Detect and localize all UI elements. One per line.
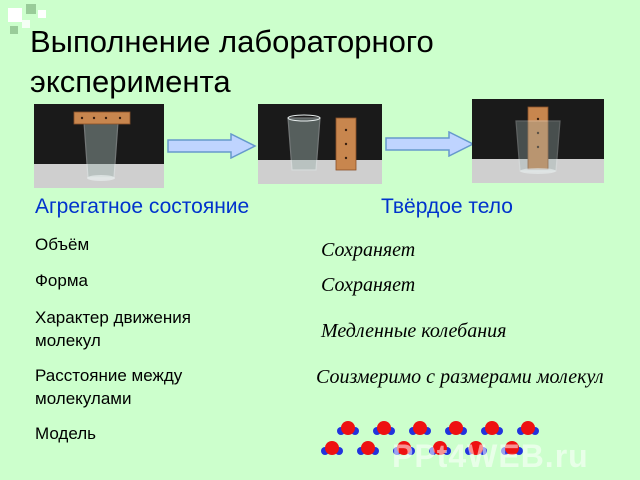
molecule-model-icon <box>318 416 548 471</box>
row-label-motion: Характер движения молекул <box>35 308 191 350</box>
slide-title: Выполнение лабораторного эксперимента <box>30 24 434 99</box>
atom-red <box>325 441 339 455</box>
column-header-state: Агрегатное состояние <box>35 195 250 218</box>
row-value-distance: Соизмеримо с размерами молекул <box>316 366 604 388</box>
arrow-right-icon <box>167 132 257 164</box>
row-label-volume: Объём <box>35 235 90 254</box>
row-label-distance: Расстояние между молекулами <box>35 366 183 408</box>
column-header-solid: Твёрдое тело <box>381 195 513 218</box>
watermark: PPt4WEB.ru <box>392 438 589 474</box>
atom-red <box>505 441 519 455</box>
atom-red <box>397 441 411 455</box>
row-label-shape: Форма <box>35 271 88 290</box>
row-value-motion: Медленные колебания <box>321 320 507 342</box>
row-label-model: Модель <box>35 424 97 443</box>
atom-red <box>413 421 427 435</box>
photo-block-in-glass <box>472 99 604 183</box>
photo-glass-and-block <box>258 104 382 184</box>
atom-red <box>341 421 355 435</box>
atom-red <box>469 441 483 455</box>
atom-red <box>521 421 535 435</box>
atom-red <box>377 421 391 435</box>
row-value-shape: Сохраняет <box>321 274 416 296</box>
atom-red <box>449 421 463 435</box>
atom-red <box>361 441 375 455</box>
atom-red <box>433 441 447 455</box>
arrow-right-icon <box>385 130 475 162</box>
photo-glass-with-block <box>34 104 164 188</box>
atom-red <box>485 421 499 435</box>
row-value-volume: Сохраняет <box>321 239 416 261</box>
